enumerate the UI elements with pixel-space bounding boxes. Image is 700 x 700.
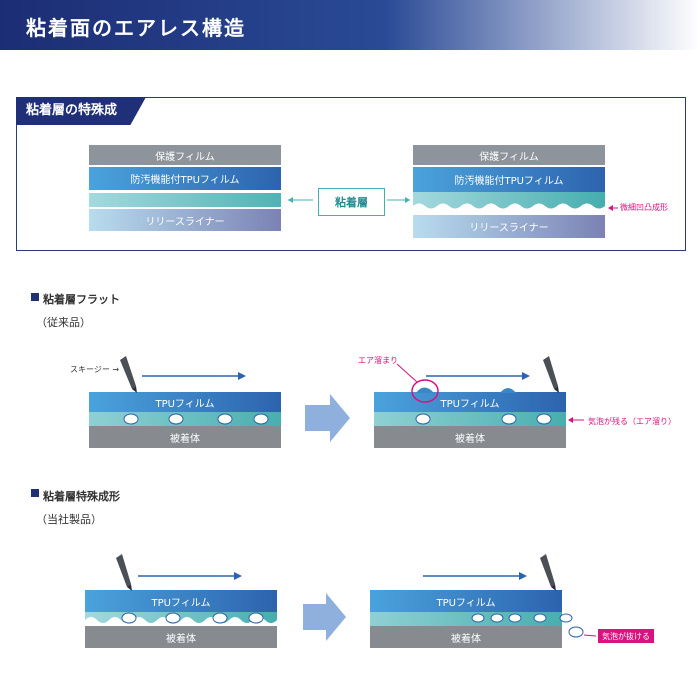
- transition-arrow-icon: [303, 593, 346, 641]
- flat-left-adhesive: [89, 412, 281, 426]
- special-title: 粘着層特殊成形: [43, 490, 120, 503]
- flat-title: 粘着層フラット: [43, 293, 120, 306]
- left-tpu-film: 防汚機能付TPUフィルム: [89, 167, 281, 190]
- flat-left-base: 被着体: [89, 426, 281, 448]
- transition-arrow-icon: [305, 394, 350, 442]
- left-release-liner: リリースライナー: [89, 209, 281, 231]
- adhesive-label: 粘着層: [318, 188, 385, 216]
- flat-right-tpu: TPUフィルム: [374, 392, 566, 412]
- right-release-liner: リリースライナー: [413, 215, 605, 238]
- squeegee-icon: [120, 356, 137, 393]
- right-protect-film: 保護フィルム: [413, 145, 605, 165]
- left-adhesive-layer: [89, 193, 281, 207]
- page-title: 粘着面のエアレス構造: [26, 16, 246, 40]
- section-tab: 粘着層の特殊成形: [16, 97, 146, 125]
- special-right-base: 被着体: [370, 626, 562, 648]
- special-right-tpu: TPUフィルム: [370, 590, 562, 612]
- flat-subtitle: （従来品）: [36, 316, 91, 329]
- micro-shape-label: 微細凹凸成形: [620, 203, 668, 212]
- special-subtitle: （当社製品）: [36, 513, 102, 526]
- special-left-base: 被着体: [85, 626, 277, 648]
- squeegee-icon: [543, 356, 559, 393]
- bubble-escape-label: 気泡が抜ける: [598, 629, 654, 643]
- squeegee-icon: [116, 554, 132, 591]
- special-forming-box: [16, 97, 686, 251]
- header-bar: [0, 0, 700, 50]
- flat-right-base: 被着体: [374, 426, 566, 448]
- flat-left-tpu: TPUフィルム: [89, 392, 281, 412]
- air-pocket-label: エア溜まり: [358, 356, 398, 365]
- left-protect-film: 保護フィルム: [89, 145, 281, 165]
- special-left-tpu: TPUフィルム: [85, 590, 277, 612]
- squeegee-icon: [540, 554, 556, 591]
- squeegee-label: スキージー →: [70, 365, 120, 374]
- right-tpu-film: 防汚機能付TPUフィルム: [413, 167, 605, 192]
- bubble-remains-label: 気泡が残る（エア溜り）: [588, 417, 676, 426]
- right-adhesive-wavy: [413, 192, 605, 209]
